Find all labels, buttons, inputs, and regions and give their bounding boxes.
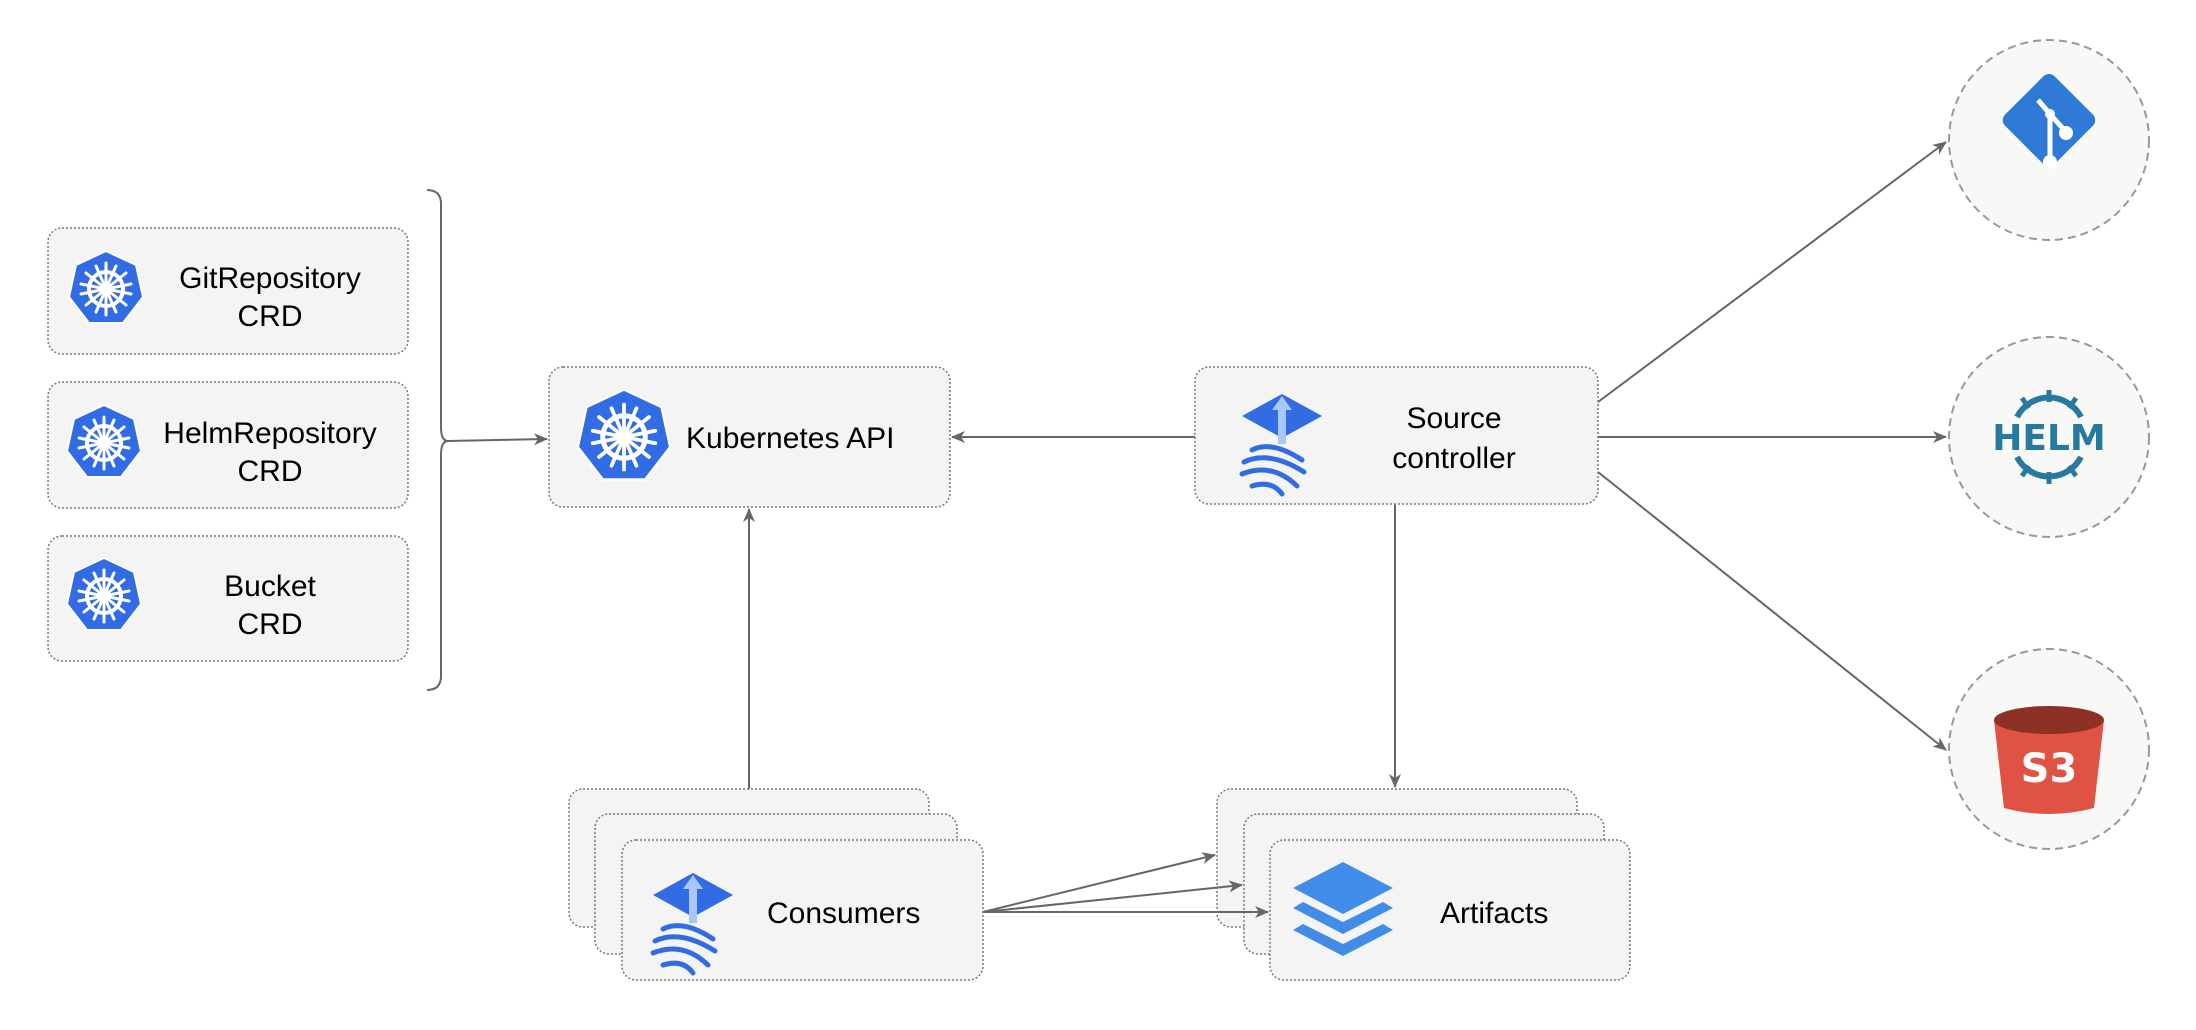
crd-helmrepository[interactable]: HelmRepository CRD — [47, 381, 409, 509]
consumers-node[interactable]: Consumers — [568, 788, 984, 981]
svg-text:S3: S3 — [2021, 746, 2078, 792]
artifacts-label: Artifacts — [1440, 897, 1548, 930]
crd-sublabel: CRD — [238, 455, 303, 488]
edge-consumers-to-artifact-1 — [982, 852, 1216, 913]
edge-controller-to-s3 — [1597, 471, 1947, 751]
git-source[interactable] — [1948, 39, 2150, 241]
crd-bucket[interactable]: Bucket CRD — [47, 535, 409, 662]
s3-source[interactable]: S3 — [1948, 648, 2150, 850]
crd-sublabel: CRD — [238, 608, 303, 641]
edge-crds-to-api — [447, 433, 548, 446]
svg-text:HELM: HELM — [1992, 418, 2105, 459]
crd-gitrepository[interactable]: GitRepository CRD — [47, 227, 409, 355]
source-controller-node[interactable]: Source controller — [1194, 366, 1599, 505]
crd-brace — [426, 189, 449, 691]
edge-consumers-to-artifact-2 — [982, 880, 1243, 913]
kubernetes-api-label: Kubernetes API — [686, 422, 894, 455]
consumers-label: Consumers — [767, 897, 920, 930]
edge-controller-to-git — [1597, 141, 1947, 403]
s3-bucket-icon: S3 — [1994, 706, 2104, 814]
helm-source[interactable]: HELM — [1948, 336, 2150, 538]
source-controller-label: Source — [1406, 402, 1501, 435]
kubernetes-api-node[interactable]: Kubernetes API — [548, 366, 951, 508]
source-controller-sublabel: controller — [1392, 442, 1515, 475]
crd-label: Bucket — [224, 570, 316, 603]
artifacts-node[interactable]: Artifacts — [1216, 788, 1631, 981]
crd-sublabel: CRD — [238, 300, 303, 333]
git-icon — [2002, 74, 2096, 169]
crd-label: HelmRepository — [163, 417, 376, 450]
helm-icon: HELM — [1992, 390, 2106, 484]
crd-label: GitRepository — [179, 262, 361, 295]
